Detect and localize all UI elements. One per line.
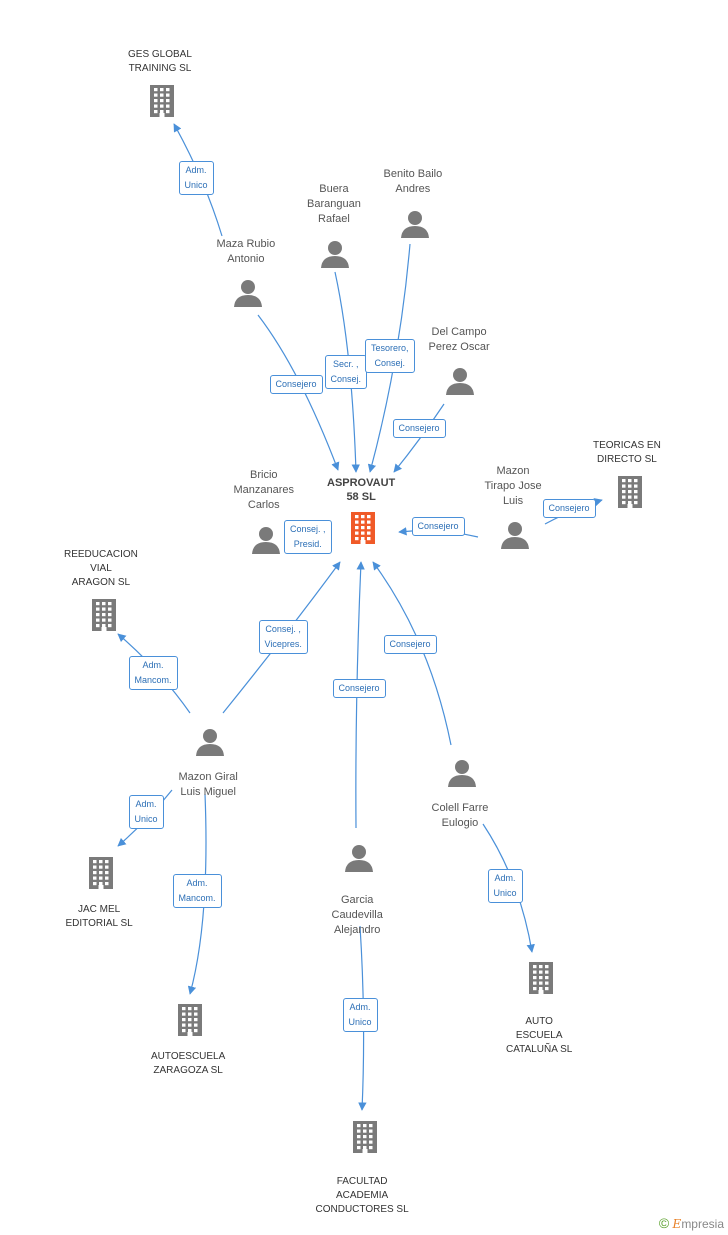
edge-label: Adm. Mancom.	[172, 874, 222, 908]
edge-label: Consejero	[332, 678, 386, 698]
edge-label: Adm. Unico	[487, 869, 523, 903]
company-name: AUTOESCUELA ZARAGOZA SL	[151, 1051, 226, 1076]
person-name: Del Campo Perez Oscar	[428, 326, 490, 353]
person-icon	[345, 845, 373, 872]
building-icon	[618, 476, 642, 508]
edge-label: Secr. , Consej.	[324, 355, 368, 389]
main-company-building-icon	[351, 512, 375, 544]
copyright-icon: ©	[658, 1215, 670, 1231]
brand-initial: E	[672, 1217, 682, 1231]
building-icon	[178, 1004, 202, 1036]
edge-label: Adm. Unico	[178, 161, 214, 195]
empresia-watermark: © Empresia	[659, 1215, 724, 1231]
company-name: REEDUCACION VIAL ARAGON SL	[64, 549, 138, 588]
person-icon	[196, 729, 224, 756]
edge-label: Adm. Unico	[342, 998, 378, 1032]
building-icon	[92, 599, 116, 631]
person-name: Maza Rubio Antonio	[216, 238, 276, 265]
building-icon	[150, 85, 174, 117]
edge-label: Adm. Unico	[128, 795, 164, 829]
person-icon	[401, 211, 429, 238]
main-company-name: ASPROVAUT 58 SL	[327, 477, 396, 503]
brand-name: mpresia	[681, 1217, 724, 1231]
person-icon	[252, 527, 280, 554]
building-icon	[353, 1121, 377, 1153]
person-icon	[448, 760, 476, 787]
edge-label: Consejero	[542, 498, 596, 518]
edge-label: Consejero	[392, 418, 446, 438]
person-icon	[234, 280, 262, 307]
edge-delcampo-to-main	[393, 403, 445, 473]
person-name: Bricio Manzanares Carlos	[233, 468, 295, 511]
edge-label: Consejero	[383, 634, 437, 654]
edge-label: Consejero	[269, 374, 323, 394]
person-icon	[446, 368, 474, 395]
person-name: Benito Bailo Andres	[383, 168, 443, 195]
person-name: Garcia Caudevilla Alejandro	[331, 894, 383, 936]
edge-label: Adm. Mancom.	[128, 656, 178, 690]
person-name: Mazon Giral Luis Miguel	[178, 771, 238, 798]
person-name: Mazon Tirapo Jose Luis	[484, 464, 542, 507]
building-icon	[89, 857, 113, 889]
person-icon	[321, 241, 349, 268]
company-name: JAC MEL EDITORIAL SL	[65, 904, 133, 929]
edge-label: Consej. , Vicepres.	[258, 620, 308, 654]
edge-colell-to-main	[372, 561, 452, 746]
edge-label: Tesorero, Consej.	[365, 339, 415, 373]
edge-label: Consejero	[411, 516, 465, 536]
edge-label: Consej. , Presid.	[284, 520, 332, 554]
person-icon	[501, 522, 529, 549]
company-name: FACULTAD ACADEMIA CONDUCTORES SL	[315, 1176, 409, 1215]
person-name: Colell Farre Eulogio	[431, 802, 489, 829]
company-name: AUTO ESCUELA CATALUÑA SL	[506, 1016, 573, 1055]
building-icon	[529, 962, 553, 994]
company-name: TEORICAS EN DIRECTO SL	[593, 440, 661, 465]
person-name: Buera Baranguan Rafael	[307, 182, 361, 225]
company-name: GES GLOBAL TRAINING SL	[128, 49, 192, 74]
